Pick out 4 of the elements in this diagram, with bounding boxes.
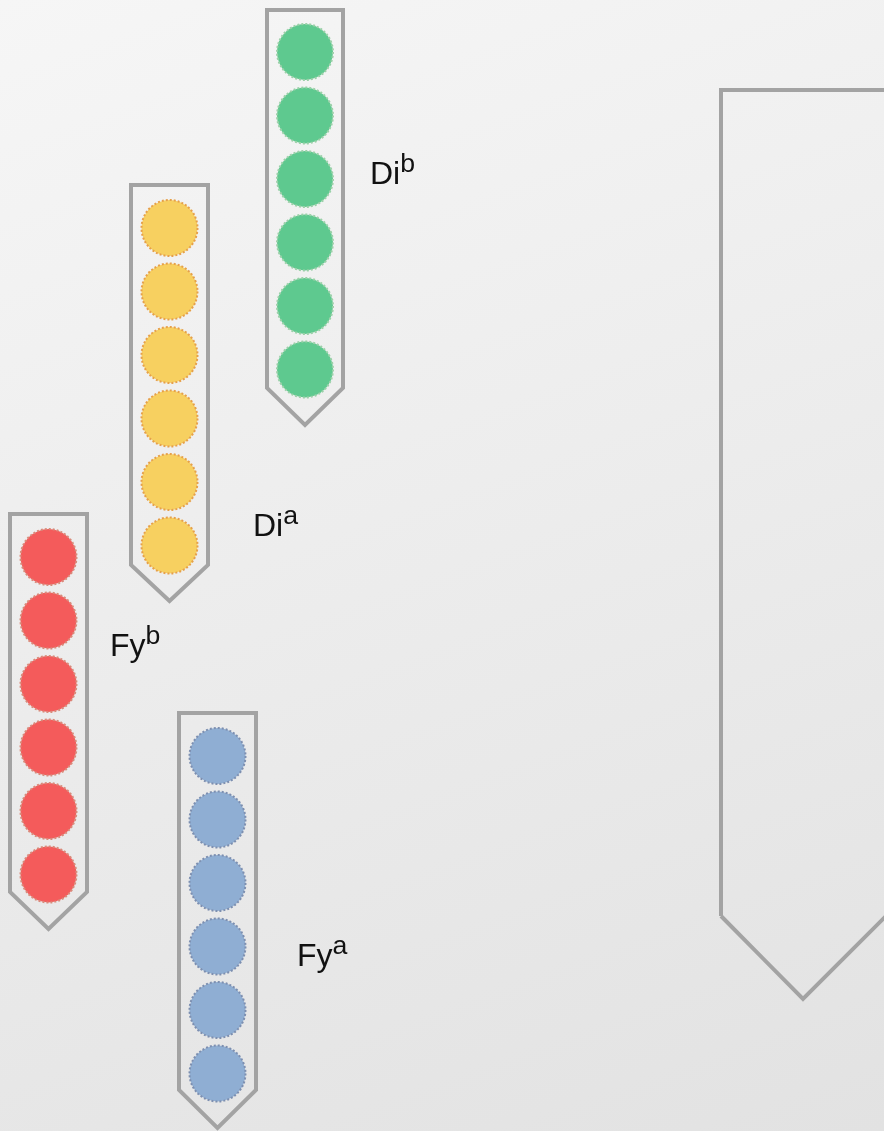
antigen-label: Di$^{b}$ [370, 150, 416, 189]
antigen-label: Fy$^{b}$ [110, 622, 161, 661]
antigen-label: Di$^{a}$ [253, 502, 299, 541]
antigen-label: Fy$^{a}$ [297, 932, 348, 971]
